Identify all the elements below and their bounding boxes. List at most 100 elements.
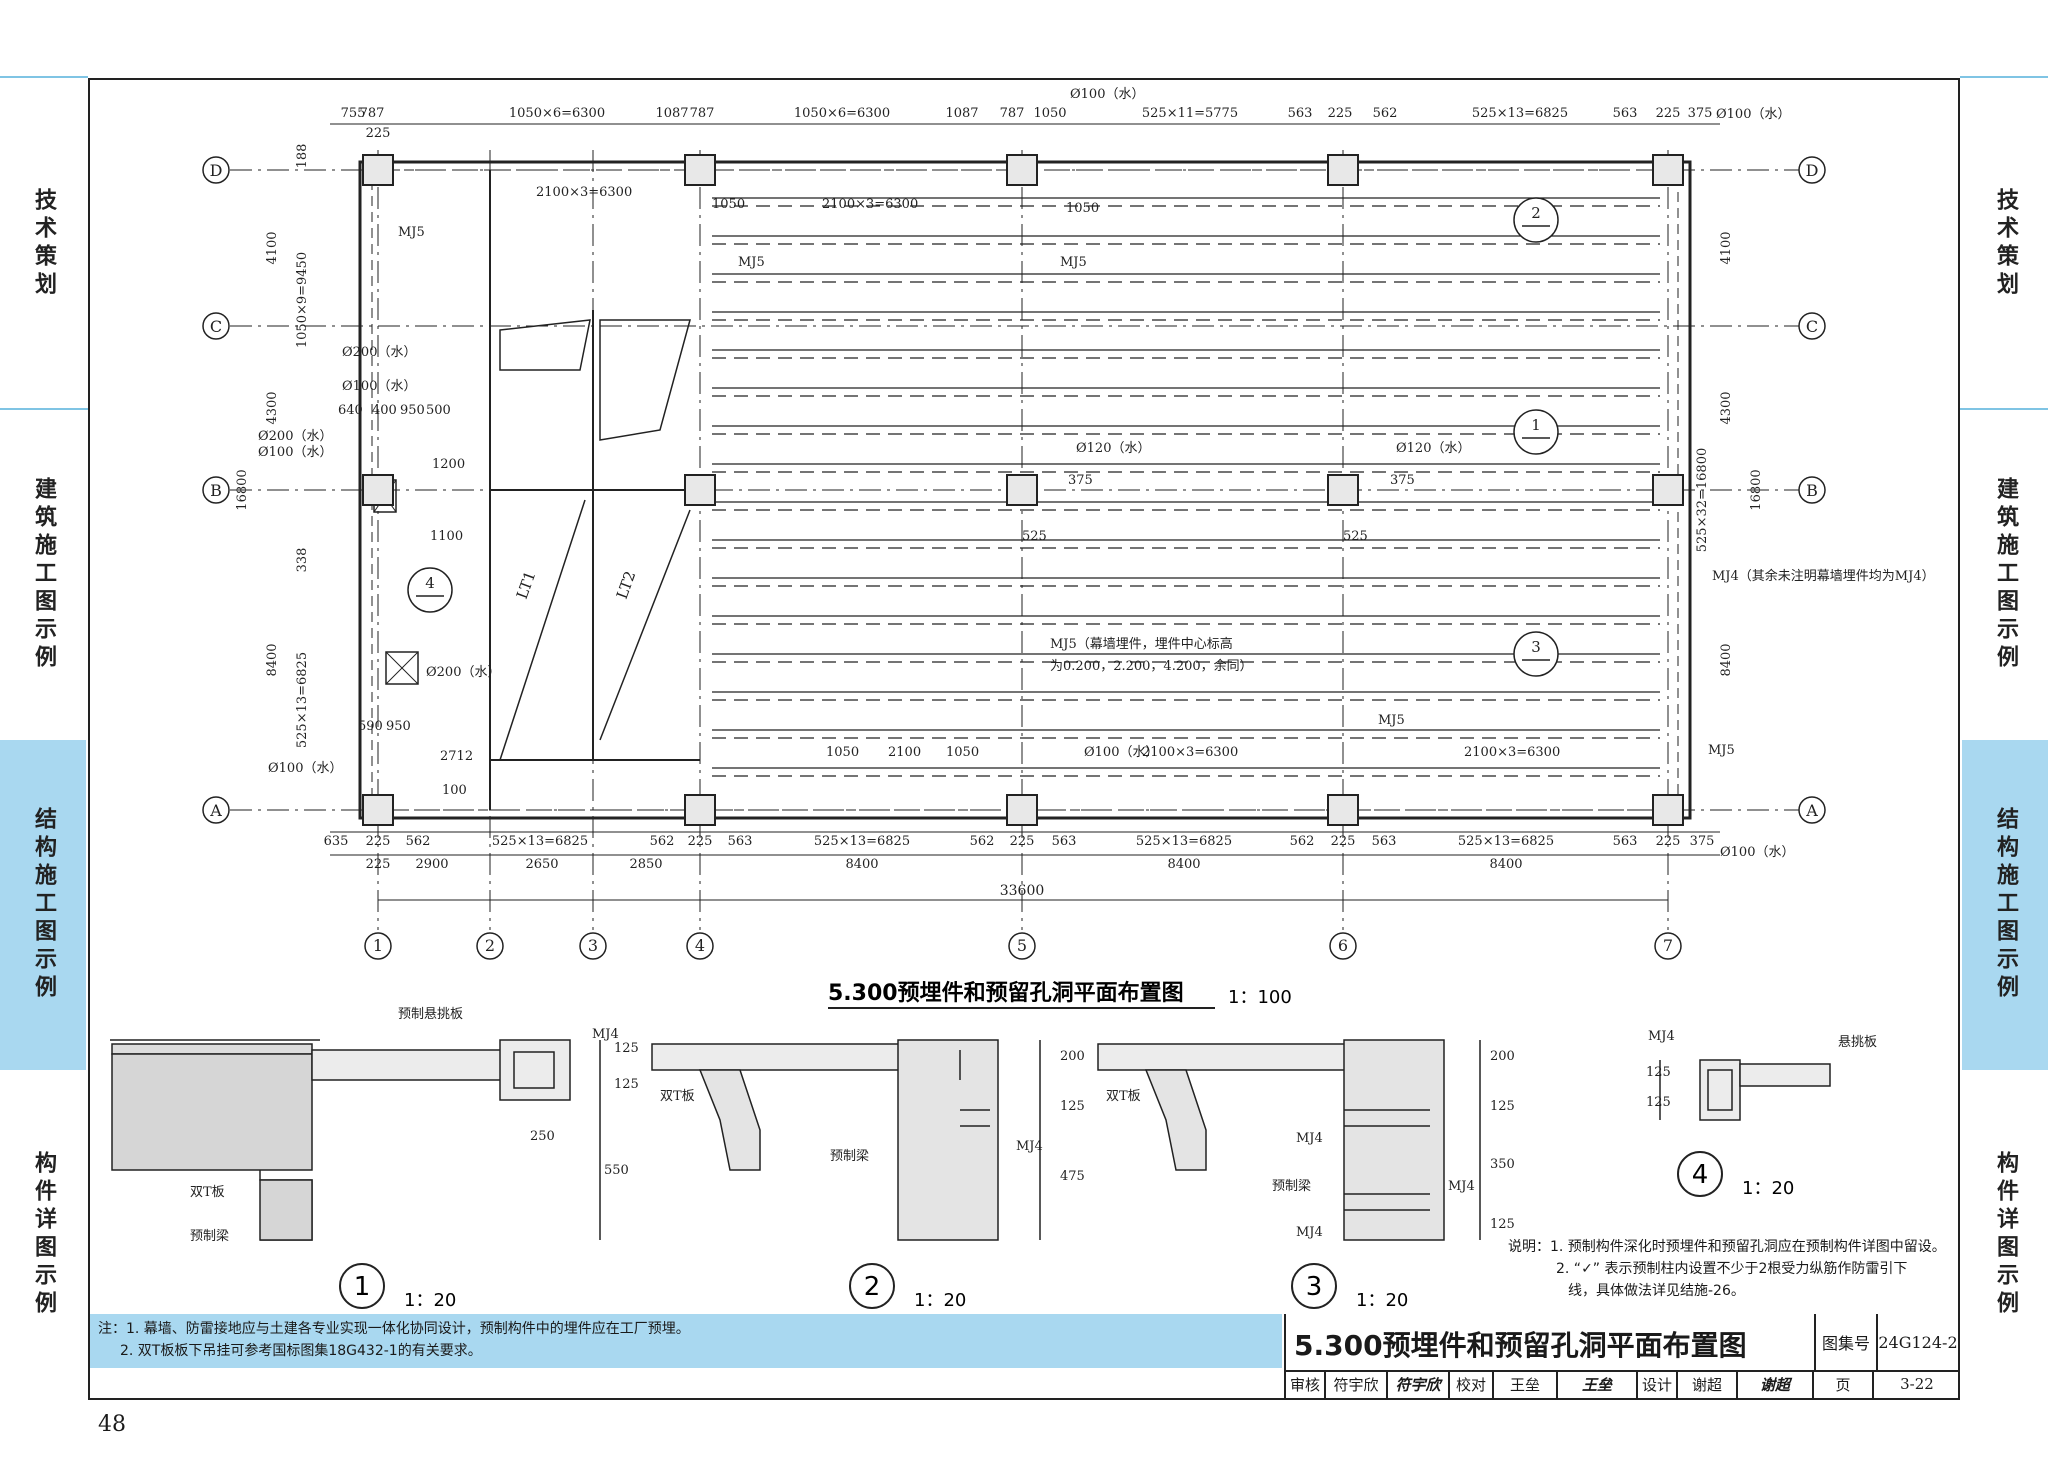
left-tab-1[interactable]: 技术策划	[31, 188, 56, 300]
right-dimension: 525×32=16800	[1695, 448, 1710, 553]
section-marker-4	[407, 567, 453, 613]
section-marker-1	[1513, 409, 1559, 455]
plan-annotation: 100	[442, 783, 467, 798]
column-B	[1006, 474, 1038, 506]
top-dimension: 525×11=5775	[1142, 106, 1238, 121]
top-dimension: 563	[1288, 106, 1313, 121]
detail-label: MJ4	[1296, 1131, 1323, 1146]
detail-label: MJ4	[1648, 1029, 1675, 1044]
remark-3: 线，具体做法详见结施-26。	[1568, 1283, 1745, 1299]
page-code: 3-22	[1900, 1375, 1934, 1393]
bottom-dimension: 525×13=6825	[1136, 834, 1232, 849]
plan-annotation: Ø100（水）	[1084, 745, 1158, 760]
detail-scale: 1：20	[404, 1290, 456, 1311]
bottom-dimension: 563	[1372, 834, 1397, 849]
grid-bubble-C	[1798, 312, 1826, 340]
right-tab-1[interactable]: 技术策划	[1993, 188, 2018, 300]
top-dimension: 1087	[945, 106, 978, 121]
detail-label: 双T板	[190, 1185, 225, 1200]
note-1: 注：1. 幕墙、防雷接地应与土建各专业实现一体化协同设计，预制构件中的埋件应在工…	[98, 1321, 690, 1337]
plan-annotation: Ø100（水）	[268, 761, 342, 776]
plan-annotation: Ø100（水）	[1070, 87, 1144, 102]
left-tab-3[interactable]: 结构施工图示例	[0, 740, 86, 1070]
bottom-dimension: 225	[1656, 834, 1681, 849]
bottom-dimension: 562	[650, 834, 675, 849]
grid-bubble-C	[202, 312, 230, 340]
plan-annotation: 400	[372, 403, 397, 418]
plan-annotation: 1100	[430, 529, 463, 544]
plan-annotation: 590	[358, 719, 383, 734]
page-number: 48	[98, 1412, 126, 1437]
grid-label-C: C	[1806, 317, 1818, 336]
plan-annotation: Ø200（水）	[342, 345, 416, 360]
left-dimension: 4300	[265, 391, 280, 424]
plan-annotation: MJ5	[1060, 255, 1087, 270]
plan-annotation: MJ5	[1378, 713, 1405, 728]
left-tab-2[interactable]: 建筑施工图示例	[31, 477, 56, 673]
grid-label-5: 5	[1017, 936, 1027, 955]
atlas-label: 图集号	[1814, 1314, 1878, 1370]
opening	[599, 319, 691, 441]
plan-annotation: 为0.200，2.200，4.200，余同）	[1050, 658, 1253, 674]
design-label: 设计	[1638, 1370, 1678, 1398]
plan-annotation: 525	[1343, 529, 1368, 544]
reviewer-name: 符宇欣	[1326, 1370, 1388, 1398]
detail-4	[1659, 1059, 1831, 1121]
bottom-dimension: 8400	[1167, 857, 1200, 872]
right-tab-2[interactable]: 建筑施工图示例	[1993, 477, 2018, 673]
right-dimension: 4100	[1719, 231, 1734, 264]
stair-flight-lt1	[499, 499, 586, 761]
grid-label-B: B	[1806, 481, 1818, 500]
detail-2	[651, 1039, 1041, 1241]
detail-scale: 1：20	[914, 1290, 966, 1311]
top-dimension: 562	[1373, 106, 1398, 121]
stair-label: LT2	[613, 569, 640, 602]
plan-annotation: MJ5	[398, 225, 425, 240]
checker-signature: 王垒	[1558, 1370, 1638, 1398]
plan-annotation: 1200	[432, 457, 465, 472]
plan-annotation: 2100×3=6300	[1464, 745, 1560, 760]
atlas-number: 24G124-2	[1878, 1332, 1958, 1352]
detail-label: 预制梁	[830, 1149, 869, 1164]
drawing-frame	[88, 78, 1960, 1400]
column-B	[1327, 474, 1359, 506]
column-D	[362, 154, 394, 186]
column-A	[684, 794, 716, 826]
tab-divider	[0, 76, 88, 78]
column-A	[1652, 794, 1684, 826]
detail-dimension: 125	[614, 1077, 639, 1092]
detail-number: 3	[1306, 1272, 1323, 1302]
top-dimension: 225	[366, 126, 391, 141]
grid-bubble-7	[1654, 932, 1682, 960]
top-dimension: 787	[360, 106, 385, 121]
right-tab-4[interactable]: 构件详图示例	[1993, 1151, 2018, 1319]
detail-dimension: 125	[614, 1041, 639, 1056]
bottom-dimension: 563	[1052, 834, 1077, 849]
opening	[499, 319, 591, 371]
left-tab-4[interactable]: 构件详图示例	[31, 1151, 56, 1319]
left-dimension: 188	[295, 144, 310, 169]
grid-bubble-1	[364, 932, 392, 960]
bottom-dimension: 525×13=6825	[814, 834, 910, 849]
plan-annotation: 950	[386, 719, 411, 734]
detail-number: 1	[354, 1272, 371, 1302]
grid-label-A: A	[209, 801, 222, 820]
grid-bubble-A	[1798, 796, 1826, 824]
stair-label: LT1	[513, 569, 540, 602]
right-dimension: 16800	[1749, 469, 1764, 510]
plan-annotation: Ø100（水）	[1716, 107, 1790, 122]
plan-title: 5.300预埋件和预留孔洞平面布置图	[828, 980, 1184, 1006]
plan-annotation: MJ5	[738, 255, 765, 270]
bottom-dimension: 562	[970, 834, 995, 849]
detail-label: 双T板	[1106, 1089, 1141, 1104]
bottom-dimension: 375	[1690, 834, 1715, 849]
detail-dimension: 550	[604, 1163, 629, 1178]
grid-label-1: 1	[373, 936, 383, 955]
plan-annotation: 1050	[1066, 201, 1099, 216]
detail-number: 4	[1692, 1160, 1709, 1190]
section-marker-label: 4	[425, 574, 435, 592]
section-marker-3	[1513, 631, 1559, 677]
plan-annotation: Ø100（水）	[1720, 845, 1794, 860]
right-tab-3[interactable]: 结构施工图示例	[1962, 740, 2048, 1070]
detail-label: 预制悬挑板	[398, 1007, 463, 1022]
